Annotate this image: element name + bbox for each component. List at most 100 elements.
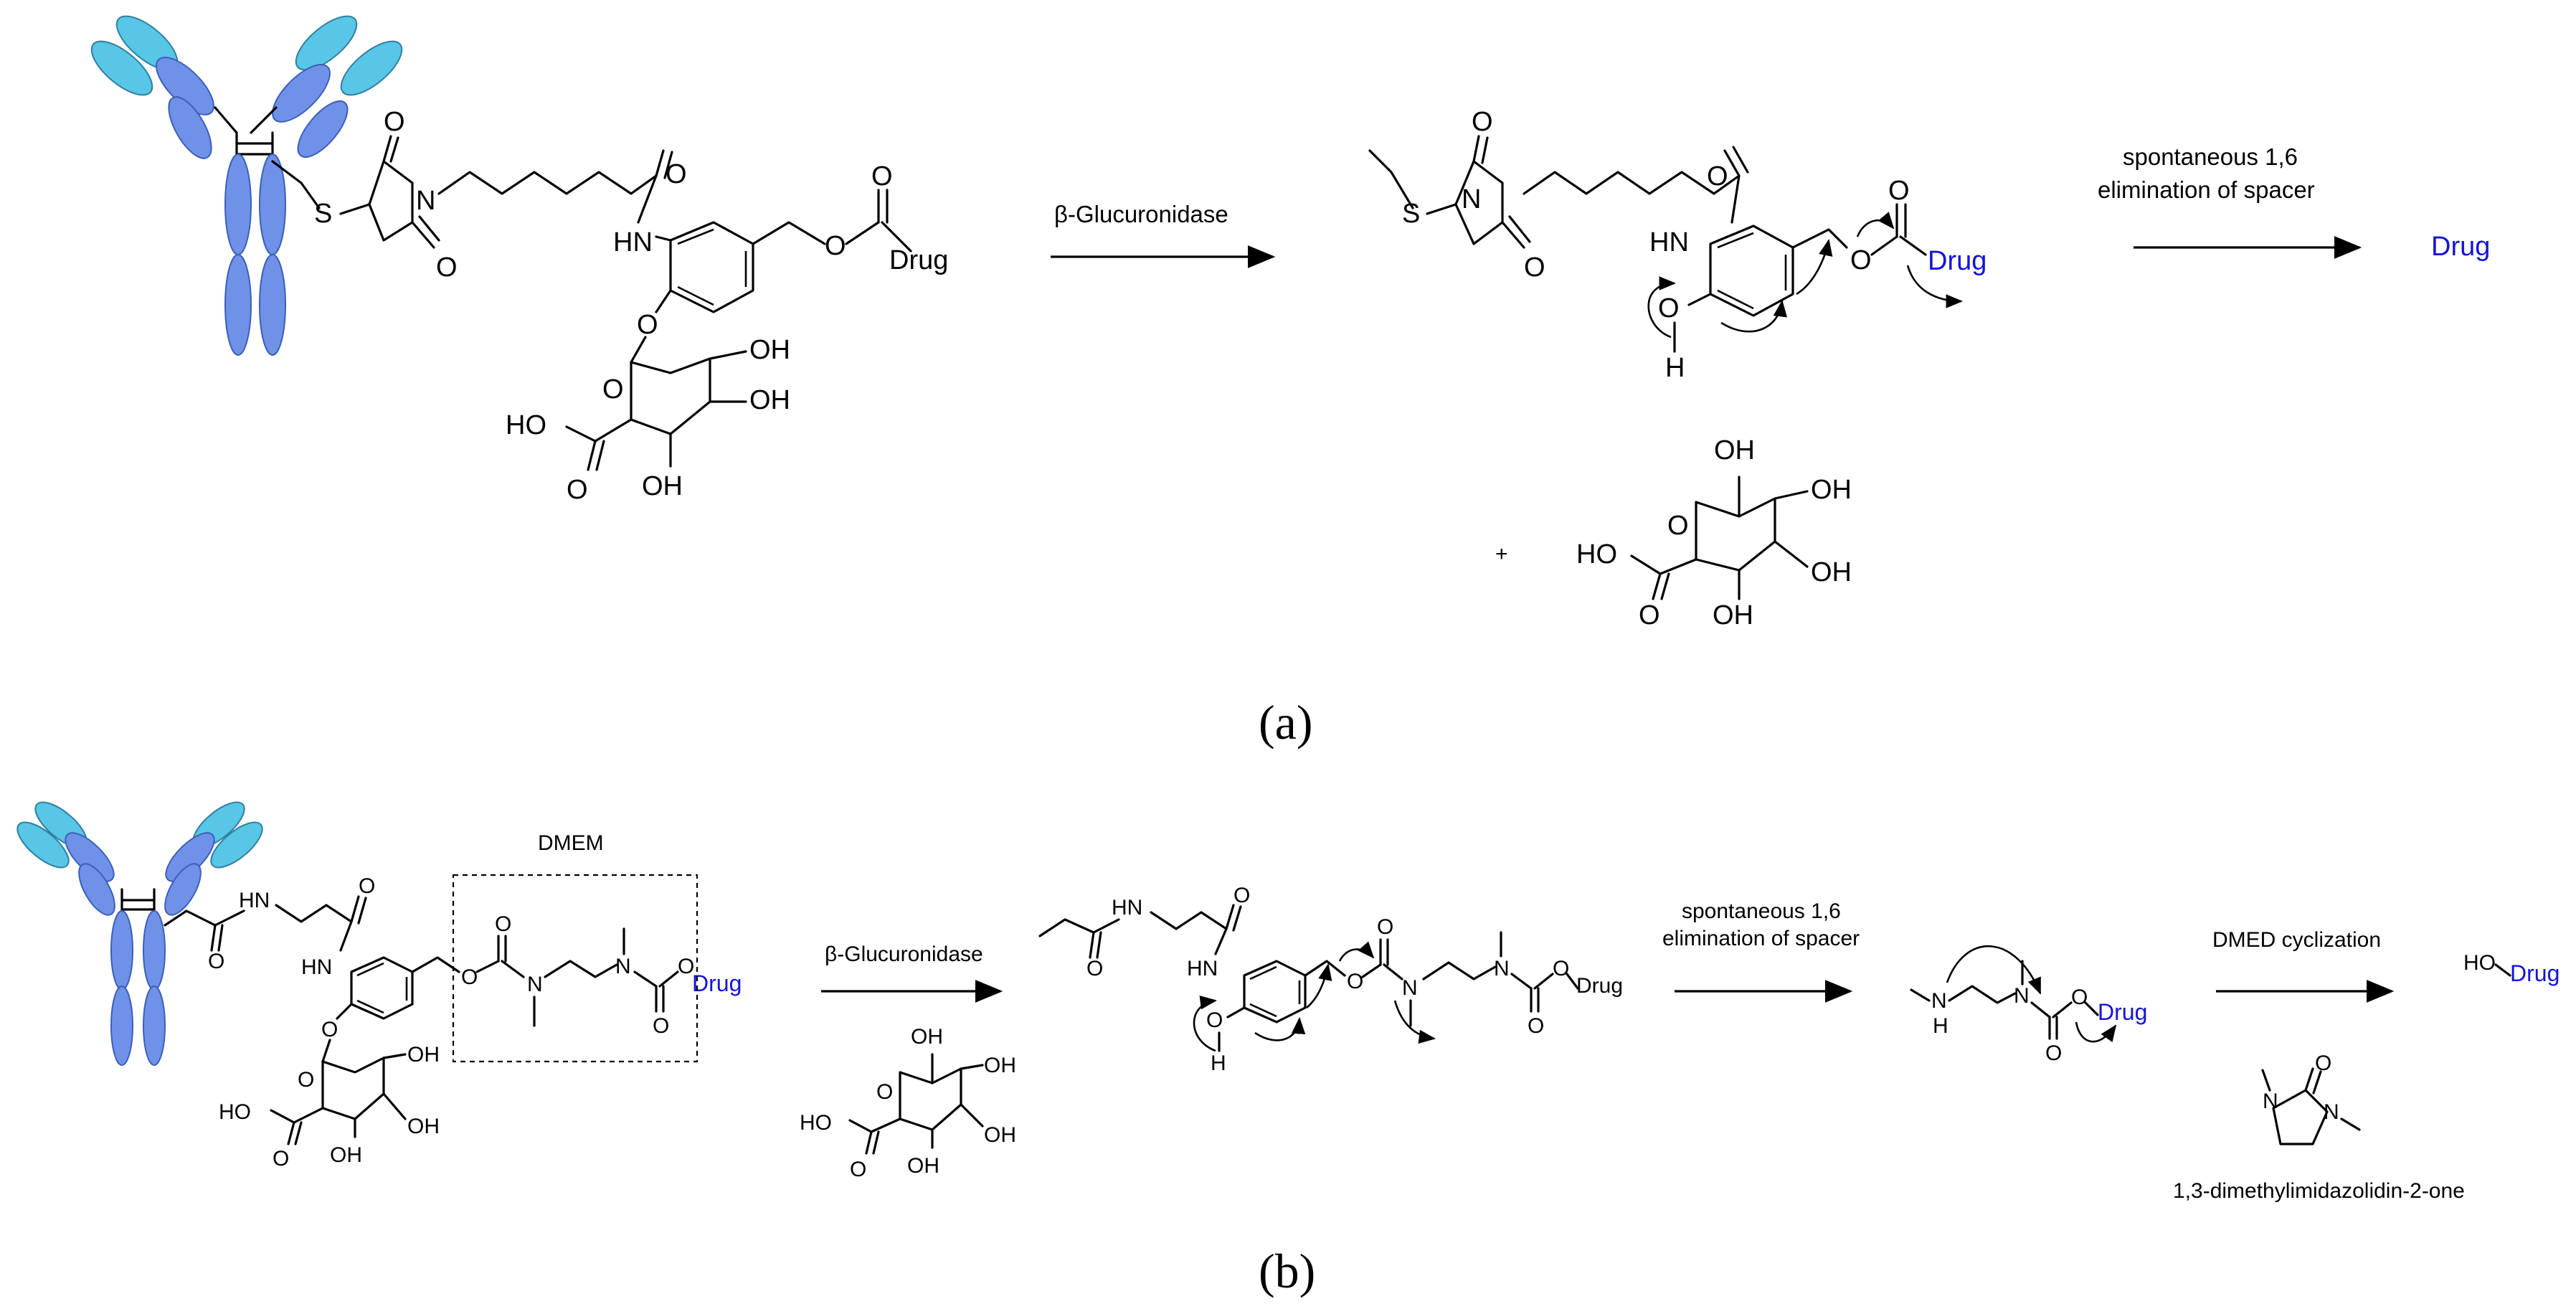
hydroxyl-group: OH bbox=[1811, 557, 1852, 587]
oxygen-atom: O bbox=[1553, 957, 1569, 980]
sulfur-atom: S bbox=[314, 199, 332, 229]
step3-label: DMED cyclization bbox=[2212, 928, 2381, 952]
nitrogen-atom: N bbox=[1402, 976, 1418, 1000]
hydroxyl-group: OH bbox=[984, 1123, 1016, 1147]
oxygen-atom: O bbox=[461, 965, 478, 989]
hydroxyl-group: OH bbox=[407, 1115, 440, 1138]
ho-group: HO bbox=[506, 410, 546, 440]
linker-structure-a: S O O N O HN O bbox=[271, 107, 948, 505]
ho-group: HO bbox=[800, 1111, 832, 1135]
oxygen-atom: O bbox=[384, 107, 405, 137]
nitrogen-atom: N bbox=[416, 186, 435, 216]
oxygen-atom: O bbox=[1347, 970, 1363, 993]
oxygen-atom: O bbox=[666, 159, 687, 189]
oxygen-atom: O bbox=[321, 1018, 338, 1041]
hydroxyl-group: OH bbox=[330, 1143, 362, 1167]
nitrogen-atom: N bbox=[1462, 184, 1481, 214]
drug-label: Drug bbox=[889, 245, 948, 275]
step2-line2: elimination of spacer bbox=[2098, 176, 2315, 203]
oxygen-atom: O bbox=[1667, 511, 1689, 541]
oxygen-atom: O bbox=[1233, 884, 1250, 907]
amine-carbamate-b: N H N O O Drug bbox=[1910, 945, 2147, 1065]
hydroxyl-group: OH bbox=[749, 385, 790, 415]
step2-line2: elimination of spacer bbox=[1662, 927, 1860, 950]
oxygen-atom: O bbox=[1377, 915, 1393, 939]
antibody-icon bbox=[90, 15, 403, 356]
hydroxyl-group: OH bbox=[1713, 600, 1753, 630]
oxygen-atom: O bbox=[273, 1147, 289, 1171]
hydroxyl-group: OH bbox=[911, 1025, 943, 1049]
oxygen-atom: O bbox=[1206, 1008, 1223, 1032]
hn-group: HN bbox=[613, 227, 653, 257]
intermediate-structure-b: O HN O HN O H O O N N bbox=[1038, 884, 1623, 1075]
oxygen-atom: O bbox=[637, 310, 658, 340]
drug-label: Drug bbox=[2098, 999, 2147, 1025]
oxygen-atom: O bbox=[298, 1068, 314, 1092]
hydrogen-atom: H bbox=[1665, 353, 1685, 383]
hydrogen-atom: H bbox=[1211, 1051, 1226, 1075]
drug-label: Drug bbox=[1928, 246, 1987, 276]
oxygen-atom: O bbox=[1639, 600, 1660, 630]
hydroxyl-group: OH bbox=[1714, 435, 1755, 465]
oxygen-atom: O bbox=[1472, 107, 1493, 137]
panel-a: S O O N O HN O bbox=[90, 15, 2490, 750]
nitrogen-atom: N bbox=[1931, 989, 1947, 1013]
nitrogen-atom: N bbox=[615, 955, 631, 978]
hn-group: HN bbox=[1112, 896, 1142, 920]
hydrogen-atom: H bbox=[1933, 1014, 1948, 1038]
enzyme-label: β-Glucuronidase bbox=[1054, 201, 1228, 227]
hn-group: HN bbox=[1187, 957, 1218, 980]
oxygen-atom: O bbox=[2045, 1041, 2062, 1065]
oxygen-atom: O bbox=[1528, 1014, 1544, 1038]
dmem-box bbox=[452, 874, 699, 1063]
oxygen-atom: O bbox=[1888, 176, 1910, 206]
nitrogen-atom: N bbox=[2014, 984, 2030, 1008]
oxygen-atom: O bbox=[602, 374, 624, 405]
oxygen-atom: O bbox=[436, 252, 458, 283]
drug-label: Drug bbox=[1576, 974, 1623, 998]
linker-structure-b: O HN O HN O O N N O bbox=[164, 831, 742, 1171]
oxygen-atom: O bbox=[359, 874, 375, 898]
oxygen-atom: O bbox=[871, 161, 893, 192]
oxygen-atom: O bbox=[1086, 957, 1103, 980]
oxygen-atom: O bbox=[2315, 1051, 2331, 1075]
hydroxyl-group: OH bbox=[407, 1043, 440, 1067]
antibody-icon bbox=[16, 801, 263, 1066]
enzyme-label: β-Glucuronidase bbox=[825, 942, 983, 966]
oxygen-atom: O bbox=[1707, 161, 1728, 192]
oxygen-atom: O bbox=[2071, 986, 2088, 1009]
hydroxyl-group: OH bbox=[642, 471, 683, 501]
ho-group: HO bbox=[219, 1100, 251, 1124]
oxygen-atom: O bbox=[850, 1158, 866, 1181]
hn-group: HN bbox=[1649, 227, 1689, 257]
oxygen-atom: O bbox=[208, 950, 224, 973]
oxygen-atom: O bbox=[567, 475, 588, 505]
hn-group: HN bbox=[239, 889, 270, 912]
sulfur-atom: S bbox=[1402, 199, 1420, 229]
ho-group: HO bbox=[1576, 539, 1617, 569]
ho-group: HO bbox=[2463, 951, 2496, 975]
plus-sign: + bbox=[1495, 542, 1508, 566]
nitrogen-atom: N bbox=[1494, 957, 1510, 980]
oxygen-atom: O bbox=[1524, 252, 1545, 283]
step2-line1: spontaneous 1,6 bbox=[2123, 143, 2298, 170]
glucuronic-acid-b: O OH OH OH OH HO O bbox=[800, 1025, 1016, 1181]
oxygen-atom: O bbox=[1658, 293, 1680, 323]
glucuronic-acid-a: + O OH OH OH OH HO O bbox=[1495, 435, 1852, 630]
nitrogen-atom: N bbox=[2263, 1090, 2278, 1113]
step2-line1: spontaneous 1,6 bbox=[1682, 899, 1841, 923]
cyclic-urea-name: 1,3-dimethylimidazolidin-2-one bbox=[2173, 1179, 2465, 1203]
oxygen-atom: O bbox=[495, 912, 511, 936]
nitrogen-atom: N bbox=[2324, 1100, 2339, 1124]
nitrogen-atom: N bbox=[527, 973, 543, 996]
oxygen-atom: O bbox=[653, 1014, 669, 1038]
dmem-label: DMEM bbox=[538, 831, 604, 855]
oxygen-atom: O bbox=[825, 231, 846, 261]
intermediate-structure-a: S O O N O HN O O Dr bbox=[1368, 107, 1987, 383]
hydroxyl-group: OH bbox=[1811, 475, 1852, 505]
oxygen-atom: O bbox=[678, 955, 694, 978]
hydroxyl-group: OH bbox=[749, 335, 790, 365]
panel-caption-a: (a) bbox=[1259, 695, 1312, 750]
hn-group: HN bbox=[301, 955, 332, 979]
